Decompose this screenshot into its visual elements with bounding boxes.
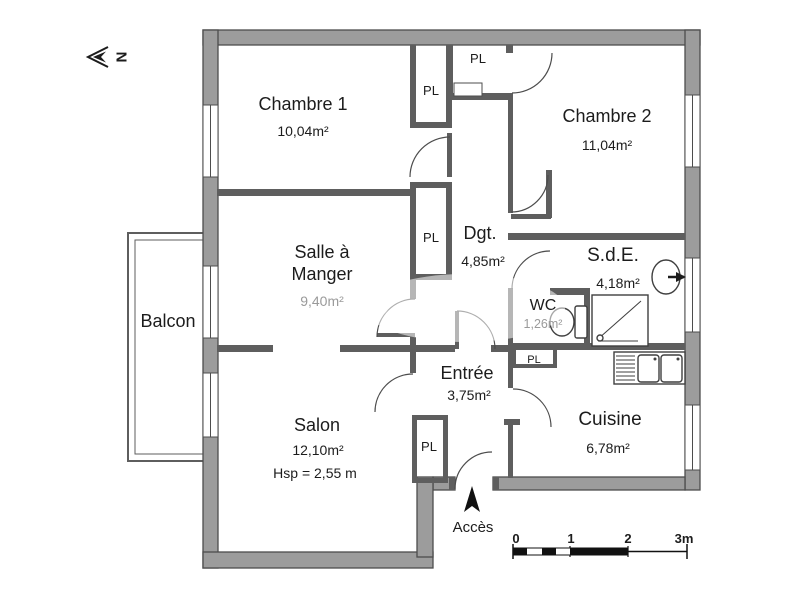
label-chambre2: Chambre 2	[562, 106, 651, 126]
area-sde: 4,18m²	[596, 275, 640, 291]
window-icon	[684, 257, 701, 333]
scale-tick-2: 2	[624, 531, 631, 546]
label-salle-a-manger-2: Manger	[291, 264, 352, 284]
room-labels: Chambre 1 10,04m² Chambre 2 11,04m² Sall…	[140, 94, 651, 481]
ceiling-height-salon: Hsp = 2,55 m	[273, 465, 357, 481]
balcony-door-icon	[202, 265, 219, 339]
area-entree: 3,75m²	[447, 387, 491, 403]
north-label: N	[113, 52, 130, 63]
door-salon	[374, 373, 414, 413]
north-arrow-dart	[93, 51, 106, 63]
balcony-railing	[127, 232, 207, 462]
area-chambre2: 11,04m²	[582, 137, 633, 153]
window-icon	[684, 94, 701, 168]
north-indicator: N	[85, 46, 130, 68]
windows	[202, 94, 701, 471]
drainer	[616, 355, 635, 381]
watermark	[310, 274, 565, 342]
label-entree: Entrée	[440, 363, 493, 383]
closet-entree-side	[412, 415, 448, 483]
label-cuisine: Cuisine	[578, 409, 641, 430]
closet-label: PL	[421, 439, 437, 454]
area-cuisine: 6,78m²	[586, 440, 630, 456]
kitchen-sink-fixture	[613, 351, 686, 385]
area-wc: 1,26m²	[524, 317, 563, 331]
area-chambre1: 10,04m²	[277, 123, 329, 139]
window-icon	[202, 104, 219, 178]
area-salle-a-manger: 9,40m²	[300, 293, 344, 309]
label-degagement: Dgt.	[463, 223, 496, 243]
door-cuisine	[512, 388, 552, 428]
access-indicator: Accès	[453, 486, 494, 536]
closet-label: PL	[527, 354, 540, 366]
closet-label: PL	[423, 230, 439, 245]
doors	[374, 52, 553, 490]
label-salle-a-manger-1: Salle à	[294, 242, 350, 262]
north-arrow-icon	[85, 46, 109, 68]
label-salon: Salon	[294, 415, 340, 435]
scale-tick-0: 0	[512, 531, 519, 546]
area-salon: 12,10m²	[292, 442, 344, 458]
label-sde: S.d.E.	[587, 245, 639, 266]
label-balcon: Balcon	[140, 311, 195, 331]
closet-labels: PL PL PL PL PL	[421, 51, 541, 454]
scale-tick-3: 3m	[675, 531, 694, 546]
shower-fixture	[591, 294, 649, 347]
closet-label: PL	[423, 83, 439, 98]
access-label: Accès	[453, 519, 494, 536]
washbasin-fixture	[651, 259, 686, 295]
label-wc: WC	[530, 297, 557, 314]
door-chambre1	[409, 133, 452, 178]
window-icon	[202, 372, 219, 438]
closet-chambre1	[410, 45, 452, 128]
window-icon	[684, 404, 701, 471]
closet-top	[453, 82, 483, 97]
door-chambre2	[511, 52, 553, 94]
label-chambre1: Chambre 1	[258, 94, 347, 114]
door-entrance	[454, 451, 493, 490]
access-arrow-icon	[464, 486, 480, 512]
closet-label: PL	[470, 51, 486, 66]
area-degagement: 4,85m²	[461, 253, 505, 269]
closet-entree-top	[512, 350, 557, 368]
scale-tick-1: 1	[567, 531, 574, 546]
door-sde	[510, 174, 551, 219]
scale-bar: 0 1 2 3m	[512, 531, 693, 559]
